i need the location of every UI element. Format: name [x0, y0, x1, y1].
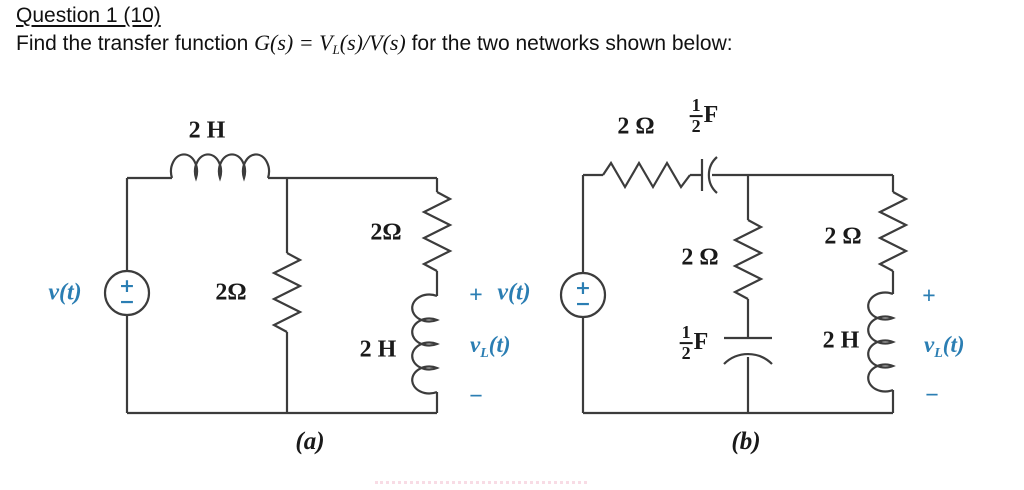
- b-mid-resistor: [732, 219, 764, 300]
- a-right-resistor: [421, 191, 453, 272]
- b-top-resistor-label: 2 Ω: [617, 113, 655, 140]
- b-output-plus: +: [922, 283, 936, 310]
- b-mid-resistor-label: 2 Ω: [681, 244, 719, 271]
- question-prompt: Find the transfer function G(s) = VL(s)/…: [16, 30, 733, 56]
- b-voltage-source: [559, 271, 607, 319]
- transfer-function-formula: G(s) = VL(s)/V(s): [254, 30, 406, 57]
- b-source-polarity: + −: [575, 277, 591, 315]
- a-output-voltage-label: vL(t): [470, 332, 511, 361]
- b-source-plus-icon: +: [575, 277, 591, 299]
- prompt-prefix: Find the transfer function: [16, 32, 255, 55]
- b-source-label: v(t): [497, 279, 531, 306]
- a-source-label: v(t): [48, 279, 82, 306]
- a-output-minus: −: [469, 383, 483, 410]
- prompt-suffix: for the two networks shown below:: [405, 32, 733, 55]
- b-top-resistor: [602, 160, 691, 190]
- a-right-inductor-label: 2 H: [359, 336, 397, 363]
- a-wires: [125, 176, 439, 415]
- b-output-voltage-label: vL(t): [924, 332, 965, 361]
- faint-artifact-underline: [375, 481, 587, 484]
- a-top-inductor: [169, 153, 271, 182]
- a-mid-resistor-label: 2Ω: [215, 279, 247, 306]
- b-right-resistor: [877, 191, 909, 272]
- b-caption: (b): [731, 428, 761, 455]
- a-right-inductor: [411, 293, 440, 395]
- b-mid-capacitor: [723, 336, 773, 365]
- a-right-resistor-label: 2Ω: [370, 219, 402, 246]
- a-source-plus-icon: +: [119, 275, 135, 297]
- b-right-inductor: [867, 291, 896, 393]
- a-source-minus-icon: −: [119, 291, 135, 313]
- a-top-inductor-label: 2 H: [188, 117, 226, 144]
- b-source-minus-icon: −: [575, 293, 591, 315]
- b-output-minus: −: [925, 382, 939, 409]
- b-right-resistor-label: 2 Ω: [824, 223, 862, 250]
- a-voltage-source: [103, 269, 151, 317]
- a-mid-resistor: [271, 252, 303, 333]
- a-output-plus: +: [469, 282, 483, 309]
- a-caption: (a): [295, 428, 325, 455]
- a-source-polarity: + −: [119, 275, 135, 313]
- b-right-inductor-label: 2 H: [822, 327, 860, 354]
- b-wires: [581, 173, 895, 415]
- question-title: Question 1 (10): [16, 4, 161, 27]
- b-top-capacitor: [700, 156, 718, 194]
